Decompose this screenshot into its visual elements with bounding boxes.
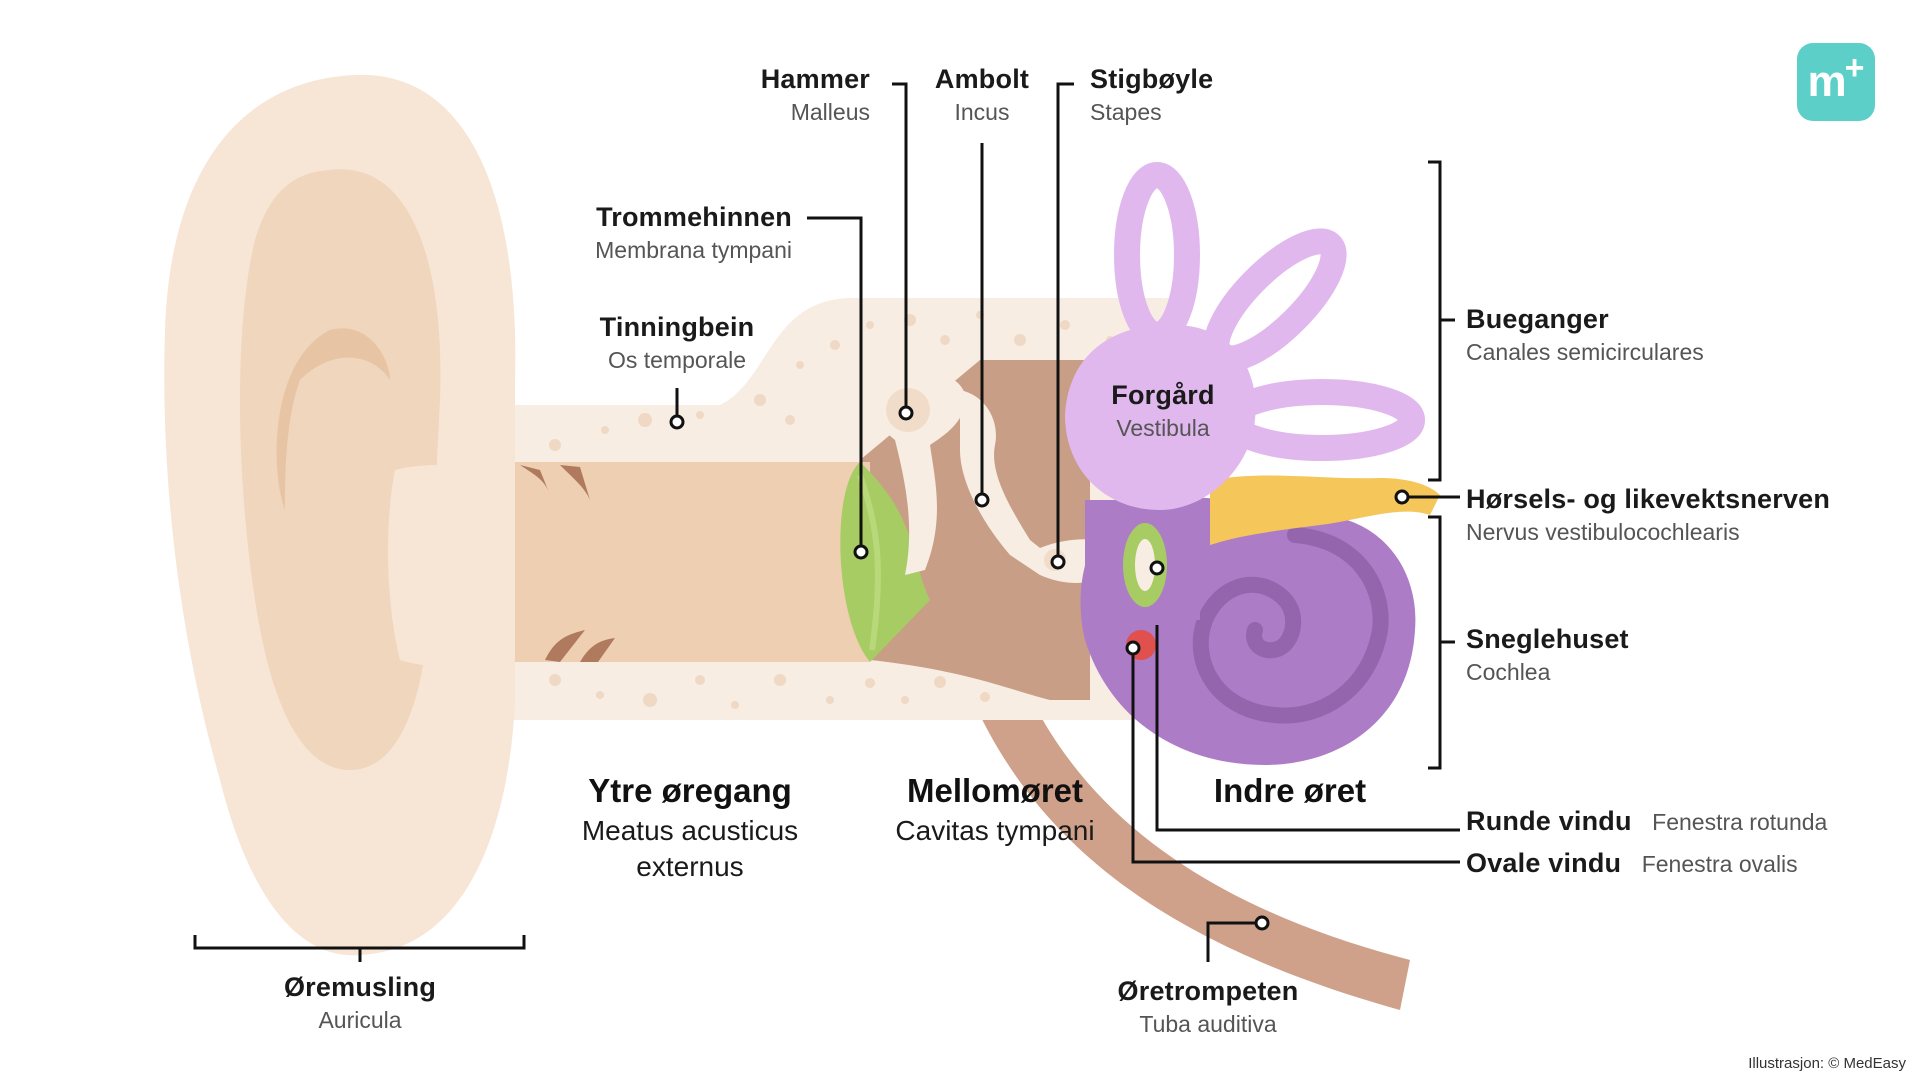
sneglehuset-latin: Cochlea (1466, 659, 1551, 686)
label-forgard: Forgård Vestibula (1111, 380, 1214, 441)
trommehinnen-latin: Membrana tympani (595, 237, 792, 264)
oremusling-latin: Auricula (318, 1007, 402, 1034)
label-ovale-vindu: Ovale vindu Fenestra ovalis (1466, 848, 1798, 879)
region-middle-ear-name: Mellomøret (906, 772, 1084, 809)
sneglehuset-name: Sneglehuset (1466, 624, 1629, 654)
canal-hair-top (520, 465, 590, 500)
region-outer-ear-latin-2: externus (636, 851, 744, 883)
oval-window-center (1135, 539, 1155, 591)
ovale-vindu-latin: Fenestra ovalis (1641, 851, 1798, 877)
trommehinnen-name: Trommehinnen (596, 202, 792, 232)
label-oretrompeten: Øretrompeten Tuba auditiva (1118, 976, 1299, 1037)
region-outer-ear-name: Ytre øregang (588, 772, 792, 809)
hammer-latin: Malleus (790, 99, 870, 126)
nerve-latin: Nervus vestibulocochlearis (1466, 519, 1740, 546)
ambolt-latin: Incus (954, 99, 1010, 126)
oretrompeten-name: Øretrompeten (1117, 976, 1299, 1006)
region-outer-ear: Ytre øregang Meatus acusticus externus (582, 770, 798, 886)
ear-canal (510, 462, 870, 662)
vestibulocochlear-nerve-shape (1210, 475, 1440, 545)
label-oremusling: Øremusling Auricula (284, 972, 436, 1033)
bueganger-name: Bueganger (1466, 304, 1609, 334)
vestibule-shape (1065, 324, 1256, 510)
stigboyle-name: Stigbøyle (1090, 64, 1214, 94)
incus-shape (960, 390, 1055, 575)
region-middle-ear-latin: Cavitas tympani (895, 814, 1095, 846)
region-outer-ear-latin-1: Meatus acusticus (581, 814, 799, 846)
medeasy-logo: m+ (1797, 43, 1875, 121)
label-sneglehuset: Sneglehuset Cochlea (1466, 624, 1629, 685)
ovale-vindu-name: Ovale vindu (1466, 848, 1622, 878)
canal-hair-bottom (545, 630, 615, 662)
leader-lines (193, 82, 1460, 962)
label-nerve: Hørsels- og likevektsnerven Nervus vesti… (1466, 484, 1830, 545)
hammer-name: Hammer (760, 64, 870, 94)
region-inner-ear-name: Indre øret (1213, 772, 1367, 809)
forgard-latin: Vestibula (1116, 415, 1210, 442)
region-middle-ear: Mellomøret Cavitas tympani (895, 770, 1094, 849)
illustration-credit: Illustrasjon: © MedEasy (1748, 1055, 1906, 1072)
label-hammer: Hammer Malleus (761, 64, 870, 125)
forgard-name: Forgård (1111, 380, 1215, 410)
leader-dots (669, 405, 1410, 931)
label-ambolt: Ambolt Incus (935, 64, 1029, 125)
tinningbein-name: Tinningbein (599, 312, 755, 342)
region-inner-ear: Indre øret (1214, 770, 1366, 813)
bone-texture-dots (549, 311, 1114, 709)
stigboyle-latin: Stapes (1090, 99, 1162, 126)
cochlea-spiral (1192, 527, 1389, 724)
auricle-inner-fold (240, 169, 441, 770)
logo-plus: + (1844, 48, 1865, 87)
eardrum-highlight (857, 474, 881, 651)
oremusling-name: Øremusling (283, 972, 437, 1002)
label-bueganger: Bueganger Canales semicirculares (1466, 304, 1704, 365)
label-runde-vindu: Runde vindu Fenestra rotunda (1466, 806, 1827, 837)
label-tinningbein: Tinningbein Os temporale (600, 312, 755, 373)
eardrum-shape (840, 462, 930, 662)
nerve-name: Hørsels- og likevektsnerven (1466, 484, 1831, 514)
auricle-helix-curve (276, 328, 390, 510)
runde-vindu-name: Runde vindu (1466, 806, 1632, 836)
label-trommehinnen: Trommehinnen Membrana tympani (595, 202, 792, 263)
ambolt-name: Ambolt (934, 64, 1030, 94)
tragus (388, 464, 510, 667)
tinningbein-latin: Os temporale (607, 347, 747, 374)
label-stigboyle: Stigbøyle Stapes (1090, 64, 1213, 125)
logo-letter: m (1807, 57, 1847, 106)
oretrompeten-latin: Tuba auditiva (1139, 1011, 1277, 1038)
runde-vindu-latin: Fenestra rotunda (1652, 809, 1828, 835)
bueganger-latin: Canales semicirculares (1466, 339, 1704, 366)
